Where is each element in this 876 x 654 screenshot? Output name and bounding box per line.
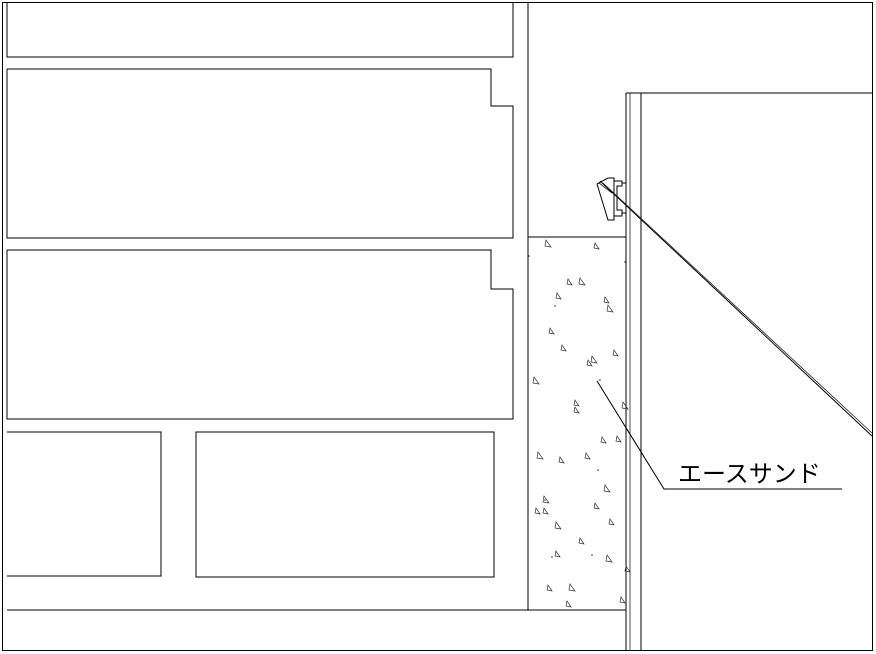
aggregate-mark <box>605 554 613 563</box>
left-panels <box>6 3 514 578</box>
upper-stepped-panel <box>6 68 514 239</box>
aggregate-mark <box>536 451 544 460</box>
aggregate-mark <box>566 278 573 286</box>
aggregate-mark <box>619 596 626 604</box>
diagonal-leader-a <box>599 180 873 437</box>
aggregate-mark <box>568 583 576 592</box>
aggregate-mark <box>548 327 555 335</box>
aggregate-mark <box>573 399 580 407</box>
aggregate-mark <box>578 537 585 545</box>
aggregate-mark <box>584 452 591 460</box>
aggregate-mark <box>555 292 562 300</box>
aggregate-dot <box>599 379 601 381</box>
aggregate-mark <box>554 521 562 530</box>
aggregate-mark <box>578 277 586 286</box>
top-panel <box>6 3 514 58</box>
anchor-fastener <box>596 177 626 221</box>
aggregate-mark <box>600 436 607 444</box>
aggregate-mark <box>542 495 550 504</box>
middle-stepped-panel <box>6 249 514 420</box>
aggregate-mark <box>606 304 614 313</box>
aggregate-mark <box>593 242 600 250</box>
callout-leader <box>596 380 842 490</box>
aggregate-mark <box>612 349 619 357</box>
aggregate-mark <box>593 502 600 510</box>
lower-left-block <box>7 431 162 577</box>
aggregate-mark <box>554 550 561 558</box>
aggregate-mark <box>560 344 567 352</box>
callout-label: エースサンド <box>678 460 821 488</box>
aggregate-mark <box>603 484 611 493</box>
aggregate-mark <box>542 507 549 515</box>
aggregate-mark <box>544 239 552 248</box>
concrete-aggregate-pattern <box>528 239 631 608</box>
aggregate-dot <box>544 499 546 501</box>
aggregate-mark <box>534 507 541 515</box>
aggregate-dot <box>554 305 556 307</box>
aggregate-mark <box>546 584 553 592</box>
aggregate-mark <box>621 401 629 410</box>
aggregate-mark <box>586 359 593 367</box>
aggregate-dot <box>624 261 626 263</box>
aggregate-dot <box>597 469 599 471</box>
aggregate-mark <box>532 376 540 385</box>
aggregate-dot <box>528 255 530 257</box>
aggregate-mark <box>615 435 622 443</box>
aggregate-mark <box>624 565 631 573</box>
aggregate-mark <box>590 355 598 364</box>
diagonal-leader-b <box>602 182 873 434</box>
aggregate-dot <box>551 556 553 558</box>
lower-right-block <box>195 431 495 578</box>
aggregate-mark <box>573 406 580 414</box>
aggregate-mark <box>603 296 610 304</box>
aggregate-mark <box>608 518 615 526</box>
aggregate-mark <box>565 600 572 608</box>
aggregate-mark <box>558 456 565 464</box>
aggregate-dot <box>591 554 593 556</box>
